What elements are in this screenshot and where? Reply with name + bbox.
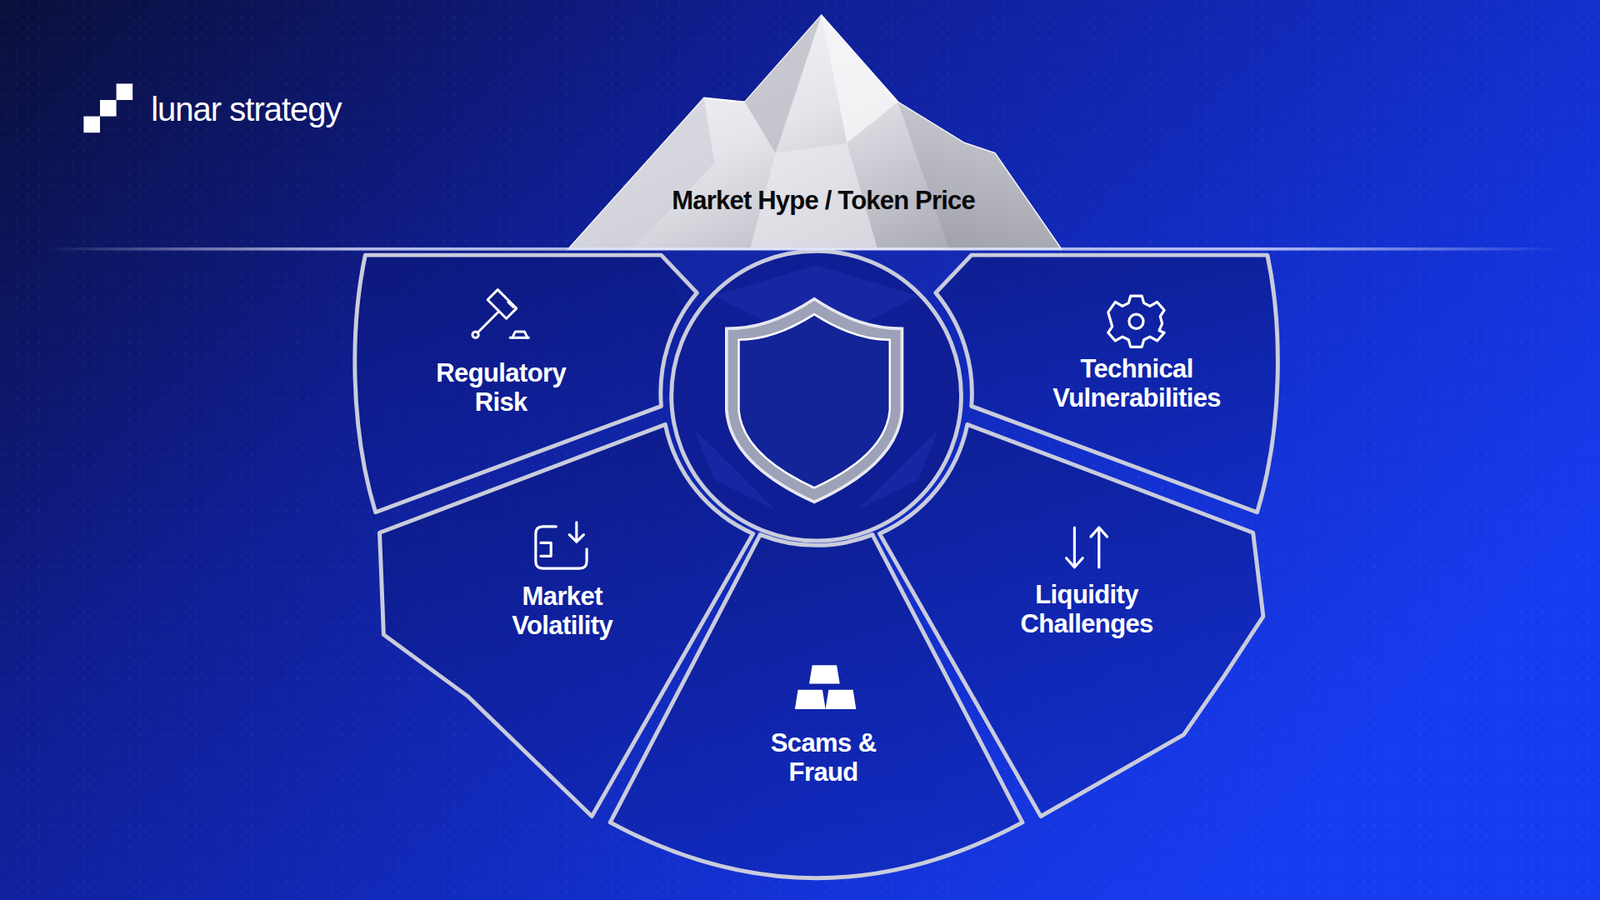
volatility-icon [535, 522, 587, 569]
arrows-icon [1066, 527, 1108, 568]
risk-segment: Scams & Fraud [755, 728, 893, 787]
horizon-line [45, 247, 1561, 251]
segment-label: Liquidity Challenges [997, 580, 1177, 639]
ring-facets [694, 265, 940, 510]
risk-segment: Liquidity Challenges [997, 580, 1177, 639]
gear-icon [1108, 295, 1165, 347]
segment-label: Regulatory Risk [415, 358, 587, 417]
segment-outline [880, 424, 1264, 816]
logo-mark [83, 83, 133, 133]
shield-icon [726, 299, 903, 503]
gold-bars-icon [795, 665, 856, 710]
segment-label: Scams & Fraud [755, 728, 893, 787]
segment-label: Market Volatility [480, 581, 644, 640]
risk-segment: Technical Vulnerabilities [1024, 354, 1250, 413]
headline-text: Market Hype / Token Price [671, 185, 975, 216]
iceberg-tip [568, 15, 1061, 249]
risk-segment: Regulatory Risk [415, 358, 587, 417]
gavel-icon [472, 290, 529, 339]
segment-label: Technical Vulnerabilities [1024, 354, 1250, 413]
risk-segment: Market Volatility [480, 581, 644, 640]
centre-ring [671, 250, 962, 541]
logo-text: lunar strategy [150, 90, 341, 129]
iceberg-label-box: Market Hype / Token Price [671, 185, 975, 216]
